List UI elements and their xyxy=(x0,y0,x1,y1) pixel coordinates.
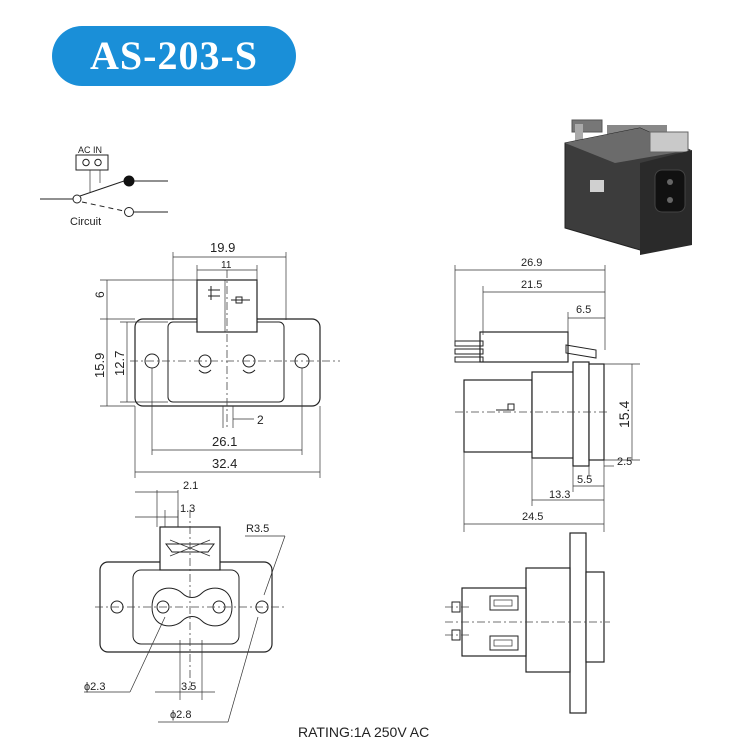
dim-r3-5: R3.5 xyxy=(246,523,269,535)
circuit-schematic: AC IN Circuit xyxy=(40,145,168,228)
dim-12-7: 12.7 xyxy=(112,351,127,376)
dim-11: 11 xyxy=(221,260,232,271)
dim-19-9: 19.9 xyxy=(210,240,235,255)
rear-view: 2.1 1.3 R3.5 ϕ2.3 3.5 ϕ2.8 xyxy=(84,480,286,723)
dim-2-1: 2.1 xyxy=(183,480,198,492)
dim-phi-2-8: ϕ2.8 xyxy=(170,709,191,721)
dim-3-5: 3.5 xyxy=(181,681,196,693)
dim-2-5: 2.5 xyxy=(617,456,632,468)
circuit-label: Circuit xyxy=(70,216,101,228)
product-title: AS-203-S xyxy=(52,26,296,86)
dim-1-3: 1.3 xyxy=(180,503,195,515)
rating-label: RATING:1A 250V AC xyxy=(298,724,429,740)
dim-2: 2 xyxy=(257,413,264,427)
front-view: 19.9 11 6 15.9 12.7 2 26.1 32.4 xyxy=(92,240,340,478)
dim-32-4: 32.4 xyxy=(212,456,237,471)
dim-13-3: 13.3 xyxy=(549,489,570,501)
dim-15-9: 15.9 xyxy=(92,353,107,378)
dim-5-5: 5.5 xyxy=(577,474,592,486)
dim-21-5: 21.5 xyxy=(521,279,542,291)
dim-15-4: 15.4 xyxy=(616,401,632,428)
dim-phi-2-3: ϕ2.3 xyxy=(84,681,105,693)
side-view: 26.9 21.5 6.5 15.4 2.5 5.5 13.3 24.5 xyxy=(454,257,640,532)
ac-in-label: AC IN xyxy=(78,145,102,155)
dim-26-9: 26.9 xyxy=(521,257,542,269)
top-view xyxy=(445,532,610,714)
dim-6-5: 6.5 xyxy=(576,304,591,316)
product-photo xyxy=(564,119,692,255)
dim-6: 6 xyxy=(93,291,107,298)
dim-24-5: 24.5 xyxy=(522,511,543,523)
dim-26-1: 26.1 xyxy=(212,434,237,449)
